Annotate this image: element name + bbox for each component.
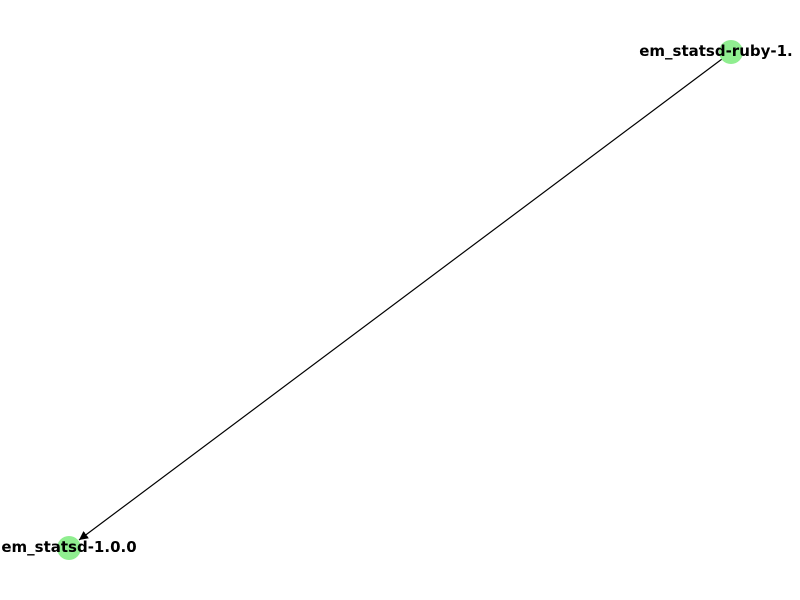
graph-node-em-statsd-ruby[interactable]: em_statsd-ruby-1. xyxy=(639,40,793,64)
node-circle xyxy=(719,40,743,64)
node-label: em_statsd-1.0.0 xyxy=(1,538,136,556)
graph-node-em-statsd[interactable]: em_statsd-1.0.0 xyxy=(1,536,137,560)
edge-em-statsd-ruby-to-em-statsd xyxy=(78,58,723,541)
node-circle xyxy=(57,536,81,560)
node-label: em_statsd-ruby-1. xyxy=(639,42,793,60)
